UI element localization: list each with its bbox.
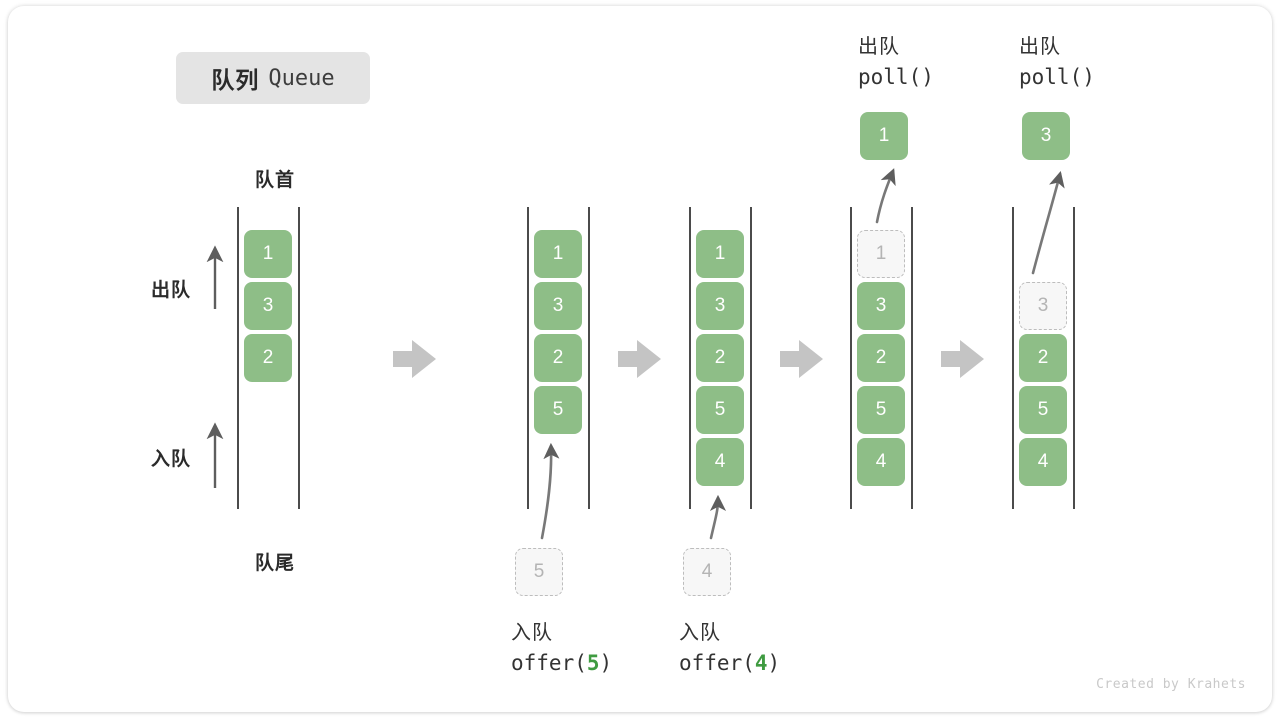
detached-polled-cell: 3 <box>1022 112 1070 160</box>
diagram-card: 队列 Queue 队首 队尾 出队 入队 1 3 2 1 3 2 5 5 入队 … <box>8 6 1272 712</box>
poll-1-remove-arrow <box>875 168 896 224</box>
rail-right-col3 <box>750 207 752 509</box>
rail-right-col4 <box>911 207 913 509</box>
rail-left-col2 <box>527 207 529 509</box>
queue-cell: 1 <box>534 230 582 278</box>
detached-polled-cell: 1 <box>860 112 908 160</box>
rail-left-col5 <box>1012 207 1014 509</box>
step-arrow <box>618 340 661 378</box>
operation-name-cn: 入队 <box>511 622 553 644</box>
queue-head-label: 队首 <box>254 170 295 191</box>
operation-code: poll() <box>858 65 934 89</box>
arrows-overlay <box>206 168 1065 540</box>
rail-left-col3 <box>689 207 691 509</box>
title-en: Queue <box>268 65 335 91</box>
queue-cell: 3 <box>244 282 292 330</box>
queue-cell: 5 <box>1019 386 1067 434</box>
queue-cell: 2 <box>857 334 905 382</box>
queue-cell: 5 <box>696 386 744 434</box>
rail-right-col1 <box>298 207 300 509</box>
queue-cell: 1 <box>244 230 292 278</box>
queue-cell: 2 <box>534 334 582 382</box>
queue-cell: 2 <box>244 334 292 382</box>
rail-left-col1 <box>237 207 239 509</box>
queue-cell-new: 5 <box>534 386 582 434</box>
offer-5-insert-arrow <box>540 442 560 540</box>
title-cn: 队列 <box>211 67 260 93</box>
queue-cell-new: 4 <box>696 438 744 486</box>
diagram-title-badge: 队列 Queue <box>176 52 370 104</box>
step-arrow <box>393 340 436 378</box>
operation-code: offer(5) <box>511 651 613 675</box>
operation-caption-poll-1: 出队 poll() <box>858 32 934 94</box>
rail-left-col4 <box>850 207 852 509</box>
queue-cell: 4 <box>857 438 905 486</box>
dequeue-direction-label: 出队 <box>151 280 192 301</box>
queue-cell-removed: 1 <box>857 230 905 278</box>
enqueue-direction-label: 入队 <box>151 449 192 470</box>
detached-ghost-cell: 4 <box>683 548 731 596</box>
queue-cell: 1 <box>696 230 744 278</box>
queue-cell: 3 <box>534 282 582 330</box>
operation-name-cn: 出队 <box>1019 36 1061 58</box>
operation-caption-offer-4: 入队 offer(4) <box>679 618 780 680</box>
queue-cell-removed: 3 <box>1019 282 1067 330</box>
rail-right-col2 <box>588 207 590 509</box>
detached-ghost-cell: 5 <box>515 548 563 596</box>
offer-4-insert-arrow <box>709 494 727 540</box>
operation-code: offer(4) <box>679 651 781 675</box>
queue-tail-label: 队尾 <box>254 553 295 574</box>
step-arrow <box>780 340 823 378</box>
queue-cell: 5 <box>857 386 905 434</box>
rail-right-col5 <box>1073 207 1075 509</box>
operation-name-cn: 入队 <box>679 622 721 644</box>
operation-name-cn: 出队 <box>858 36 900 58</box>
queue-cell: 3 <box>696 282 744 330</box>
operation-code: poll() <box>1019 65 1095 89</box>
queue-cell: 3 <box>857 282 905 330</box>
queue-cell: 2 <box>1019 334 1067 382</box>
operation-caption-poll-3: 出队 poll() <box>1019 32 1095 94</box>
queue-cell: 4 <box>1019 438 1067 486</box>
step-arrow <box>941 340 984 378</box>
watermark: Created by Krahets <box>1096 677 1246 692</box>
operation-caption-offer-5: 入队 offer(5) <box>511 618 612 680</box>
queue-cell: 2 <box>696 334 744 382</box>
poll-3-remove-arrow <box>1031 170 1065 275</box>
